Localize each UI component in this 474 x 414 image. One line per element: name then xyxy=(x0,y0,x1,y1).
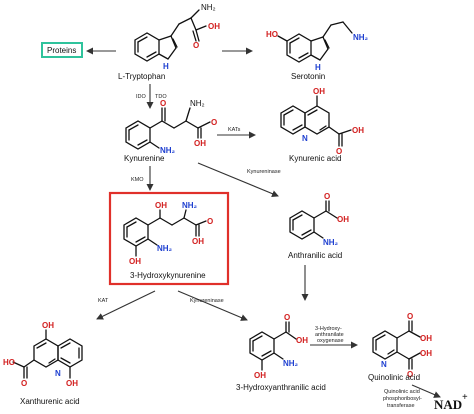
hydroxyanthranilic-acid-structure xyxy=(249,321,297,371)
hydroxyanthranilic-acid-nh2: NH₂ xyxy=(283,359,299,368)
kynurenine-ketone-o: O xyxy=(160,99,166,108)
label-kynurenic-acid: Kynurenic acid xyxy=(289,154,341,163)
label-kynurenine: Kynurenine xyxy=(124,154,165,163)
hydroxykynurenine-nh2: NH₂ xyxy=(182,201,198,210)
kynurenic-acid-structure xyxy=(280,95,352,147)
kynurenic-acid-n: N xyxy=(302,134,308,143)
enzyme-kats: KATs xyxy=(228,127,241,133)
enzyme-haao-line2: anthranilate xyxy=(315,332,344,338)
kynurenine-oh: OH xyxy=(194,139,206,148)
proteins-box xyxy=(41,42,83,58)
kynurenic-acid-oh: OH xyxy=(313,87,325,96)
tryptophan-nh2: NH₂ xyxy=(201,3,216,12)
xanthurenic-acid-carboxy-oh: HO xyxy=(3,358,15,367)
serotonin-nh2: NH₂ xyxy=(353,33,369,42)
hydroxyanthranilic-acid-ring-oh: OH xyxy=(254,371,266,380)
tryptophan-oh: OH xyxy=(208,22,220,31)
enzyme-kat: KAT xyxy=(98,298,109,304)
quinolinic-acid-n: N xyxy=(381,360,387,369)
xanthurenic-acid-oh: OH xyxy=(42,321,54,330)
enzyme-kmo: KMO xyxy=(131,177,144,183)
kynurenic-acid-carboxy-o: O xyxy=(336,147,342,156)
kynurenic-acid-carboxy-oh: OH xyxy=(352,126,364,135)
tryptophan-o: O xyxy=(193,41,199,50)
anthranilic-acid-nh2: NH₂ xyxy=(323,238,339,247)
kynurenine-aryl-nh2: NH₂ xyxy=(160,146,176,155)
arrow-icon xyxy=(411,384,441,398)
anthranilic-acid-structure xyxy=(289,200,338,240)
label-serotonin: Serotonin xyxy=(291,72,325,81)
xanthurenic-acid-ring-oh: OH xyxy=(66,379,78,388)
hydroxykynurenine-aryl-nh2: NH₂ xyxy=(157,244,173,253)
label-xanthurenic-acid: Xanthurenic acid xyxy=(20,397,80,406)
serotonin-ho: HO xyxy=(266,30,278,39)
serotonin-nh: H xyxy=(315,63,321,72)
label-nad-charge: + xyxy=(462,392,468,403)
kynurenine-nh2: NH₂ xyxy=(190,99,205,108)
hydroxykynurenine-carboxy-o: O xyxy=(207,217,213,226)
label-hydroxykynurenine: 3-Hydroxykynurenine xyxy=(130,271,206,280)
quinolinic-acid-oh2: OH xyxy=(420,349,432,358)
quinolinic-acid-structure xyxy=(372,320,421,370)
arrow-icon xyxy=(197,162,279,197)
arrow-icon xyxy=(177,290,248,321)
enzyme-kynureninase-2: Kynureninase xyxy=(190,298,224,304)
hydroxykynurenine-structure xyxy=(123,209,207,257)
label-hydroxyanthranilic-acid: 3-Hydroxyanthranilic acid xyxy=(236,383,326,392)
tryptophan-nh: H xyxy=(163,62,169,71)
kynurenine-o: O xyxy=(211,118,217,127)
hydroxyanthranilic-acid-oh: OH xyxy=(296,336,308,345)
anthranilic-acid-oh: OH xyxy=(337,215,349,224)
quinolinic-acid-o1: O xyxy=(407,312,413,321)
label-proteins: Proteins xyxy=(47,46,76,55)
hydroxykynurenine-ring-oh: OH xyxy=(129,257,141,266)
xanthurenic-acid-structure xyxy=(12,329,83,379)
hydroxykynurenine-oh: OH xyxy=(155,201,167,210)
label-tryptophan: L-Tryptophan xyxy=(118,72,165,81)
quinolinic-acid-oh1: OH xyxy=(420,334,432,343)
enzyme-kynureninase-1: Kynureninase xyxy=(247,169,281,175)
label-nad: NAD xyxy=(434,397,462,412)
enzyme-tdo: TDO xyxy=(155,94,167,100)
enzyme-haao-line3: oxygenase xyxy=(317,338,344,344)
enzyme-ido: IDO xyxy=(136,94,147,100)
kynurenine-structure xyxy=(125,107,211,150)
enzyme-qprt-line2: phosphoribosyl- xyxy=(383,396,422,402)
serotonin-structure xyxy=(277,21,353,63)
hydroxyanthranilic-acid-o: O xyxy=(284,313,290,322)
quinolinic-acid-o2: O xyxy=(407,370,413,379)
enzyme-haao-line1: 3-Hydroxy- xyxy=(315,326,342,332)
hydroxykynurenine-highlight-box xyxy=(108,191,230,286)
enzyme-qprt-line1: Quinolinic acid xyxy=(384,389,420,395)
anthranilic-acid-o: O xyxy=(324,192,330,201)
xanthurenic-acid-n: N xyxy=(55,369,61,378)
tryptophan-structure xyxy=(134,9,207,62)
enzyme-qprt-line3: transferase xyxy=(387,403,415,409)
label-quinolinic-acid: Quinolinic acid xyxy=(368,373,420,382)
arrow-icon xyxy=(96,290,156,320)
xanthurenic-acid-carboxy-o: O xyxy=(21,379,27,388)
label-anthranilic-acid: Anthranilic acid xyxy=(288,251,342,260)
hydroxykynurenine-carboxy-oh: OH xyxy=(192,237,204,246)
